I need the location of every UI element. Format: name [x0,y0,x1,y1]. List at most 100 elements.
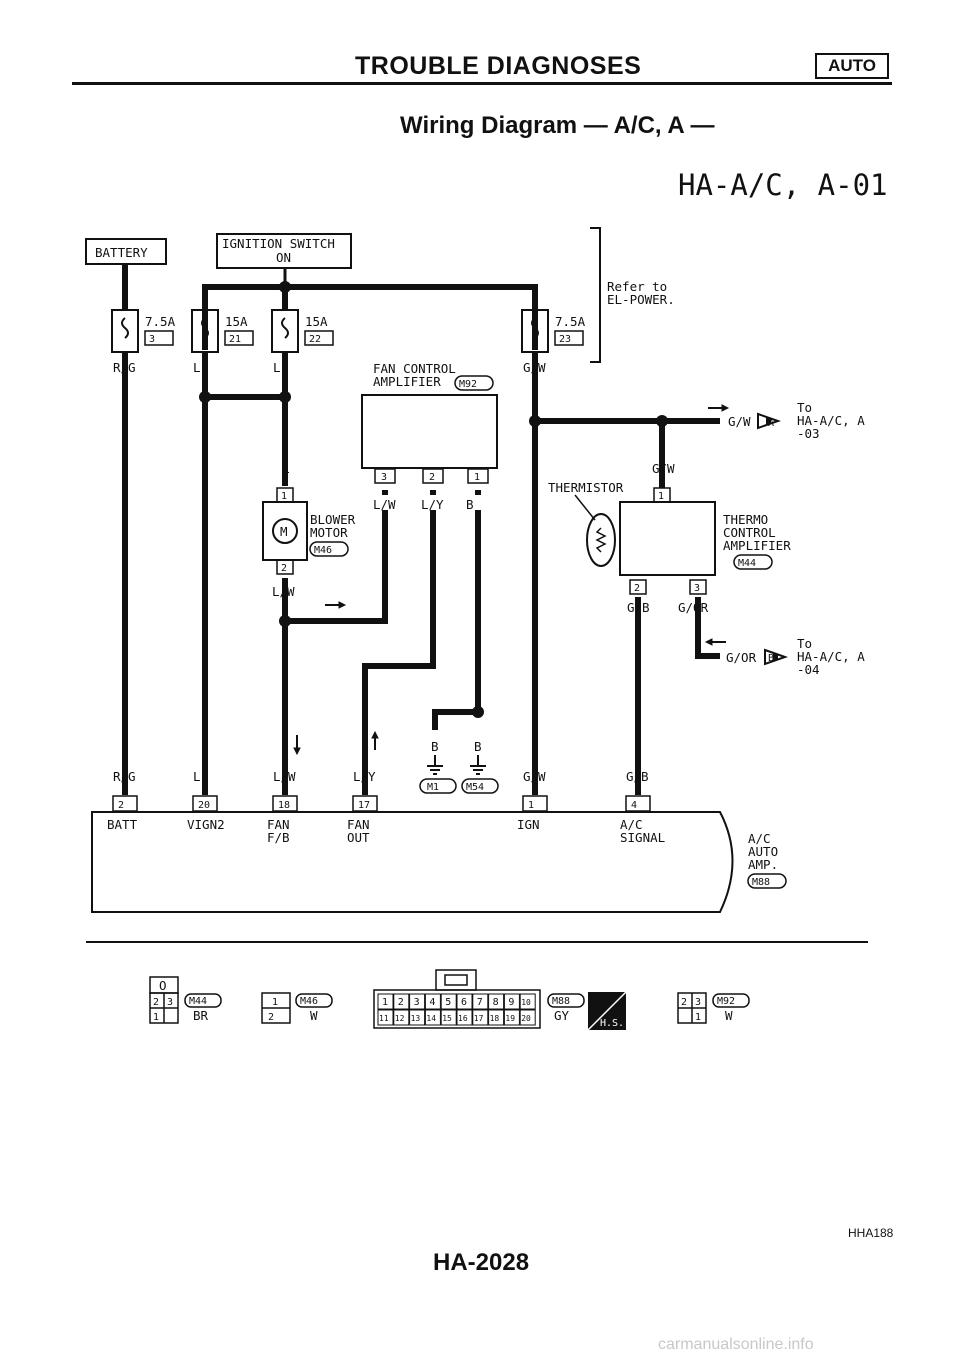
fuse-rating: 15A [225,314,248,329]
fuse-number-box [144,330,174,346]
svg-text:7: 7 [477,997,483,1008]
ignition-switch-box [216,233,352,269]
wire-g-or [695,597,720,659]
fuse-rating: 7.5A [145,314,176,329]
fuse-number: 3 [149,334,155,345]
svg-text:5: 5 [445,997,451,1008]
svg-text:2: 2 [268,1012,274,1023]
svg-text:2: 2 [634,583,640,594]
fuse-22 [271,309,299,353]
terminal-pin-box [192,795,218,812]
svg-text:3: 3 [167,997,173,1008]
fan-control-amplifier [361,394,498,469]
fan-amp-pin [422,468,444,484]
section-header: TROUBLE DIAGNOSES [355,52,642,80]
terminal-label: IGN [517,817,540,832]
m88-pin-cell [440,1009,457,1026]
battery-box [85,238,167,265]
svg-text:16: 16 [458,1014,468,1023]
svg-text:AMPLIFIER: AMPLIFIER [373,374,441,389]
terminal-label: A/C [620,817,643,832]
motor-symbol [272,518,298,544]
terminal-pin: 18 [278,800,290,811]
svg-text:To: To [797,636,812,651]
terminal-label: FAN [267,817,290,832]
svg-text:G/W: G/W [652,461,675,476]
connector-m92: 2 3 1 M92 W [677,992,750,1024]
terminal-wire: L/W [273,769,296,784]
svg-text:CONTROL: CONTROL [723,525,776,540]
terminal-pin: 2 [118,800,124,811]
fuse-rating: 15A [305,314,328,329]
conn-m92-badge [454,375,494,391]
m88-pin-cell [424,1009,441,1026]
svg-text:M92: M92 [717,996,735,1007]
m88-pin-cell [472,1009,489,1026]
svg-text:2: 2 [153,997,159,1008]
hs-label: H.S. [600,1018,624,1029]
m88-pin-cell [393,1009,410,1026]
svg-text:G/B: G/B [627,600,650,615]
fuse-number: 22 [309,334,321,345]
svg-text:-03: -03 [797,426,820,441]
offpage-arrow-a [757,412,782,430]
offpage-b-wire: G/OR [726,650,757,665]
fuse-number-box [304,330,334,346]
m88-pin-cell [519,1009,536,1026]
page-title: Wiring Diagram — A/C, A — [400,112,715,139]
terminal-pin: 1 [528,800,534,811]
svg-text:M46: M46 [314,545,332,556]
thermo-control-amplifier [619,501,716,576]
svg-text:1: 1 [474,472,480,483]
terminal-label: BATT [107,817,138,832]
svg-text:B: B [431,739,439,754]
terminal-wire: G/B [626,769,649,784]
svg-text:3: 3 [414,997,420,1008]
terminal-wire: L [193,769,201,784]
fan-amp-wire: L/Y [421,497,444,512]
m88-pin-cell [377,1009,394,1026]
terminal-pin: 4 [631,800,637,811]
terminal-label2: F/B [267,830,290,845]
terminal-wire: G/W [523,769,546,784]
fuse-wire: L [273,360,281,375]
svg-text:AUTO: AUTO [748,844,778,859]
svg-text:3: 3 [694,583,700,594]
terminal-label2: OUT [347,830,370,845]
auto-amp-label: A/C [748,831,771,846]
svg-text:4: 4 [429,997,435,1008]
m88-pin-cell [409,993,426,1010]
fuse-3 [111,309,139,353]
m88-pin-cell [409,1009,426,1026]
terminal-pin: 20 [198,800,210,811]
svg-text:8: 8 [493,997,499,1008]
svg-text:M92: M92 [459,379,477,390]
svg-text:EL-POWER.: EL-POWER. [607,292,675,307]
battery-label: BATTERY [95,245,148,260]
terminal-label: VIGN2 [187,817,225,832]
svg-text:20: 20 [521,1014,531,1023]
svg-text:6: 6 [461,997,467,1008]
terminal-pin-box [352,795,378,812]
svg-text:13: 13 [411,1014,421,1023]
svg-text:M46: M46 [300,996,318,1007]
svg-text:L: L [282,461,290,476]
m88-pin-cell [488,993,505,1010]
m88-pin-cell [456,1009,473,1026]
svg-text:M88: M88 [752,877,770,888]
svg-text:W: W [310,1008,318,1023]
fuse-number: 23 [559,334,571,345]
svg-text:M44: M44 [189,996,207,1007]
thermistor-label: THERMISTOR [548,480,624,495]
terminal-pin-box [112,795,138,812]
svg-text:M88: M88 [552,996,570,1007]
thermo-label: THERMO [723,512,768,527]
wire-l-y [362,510,436,795]
svg-text:1: 1 [281,491,287,502]
connector-m46: 1 2 M46 W [261,992,333,1024]
svg-text:G/OR: G/OR [678,600,709,615]
fuse-number: 21 [229,334,241,345]
terminal-label2: SIGNAL [620,830,665,845]
m88-pin-cell [393,993,410,1010]
terminal-pin-box [522,795,548,812]
